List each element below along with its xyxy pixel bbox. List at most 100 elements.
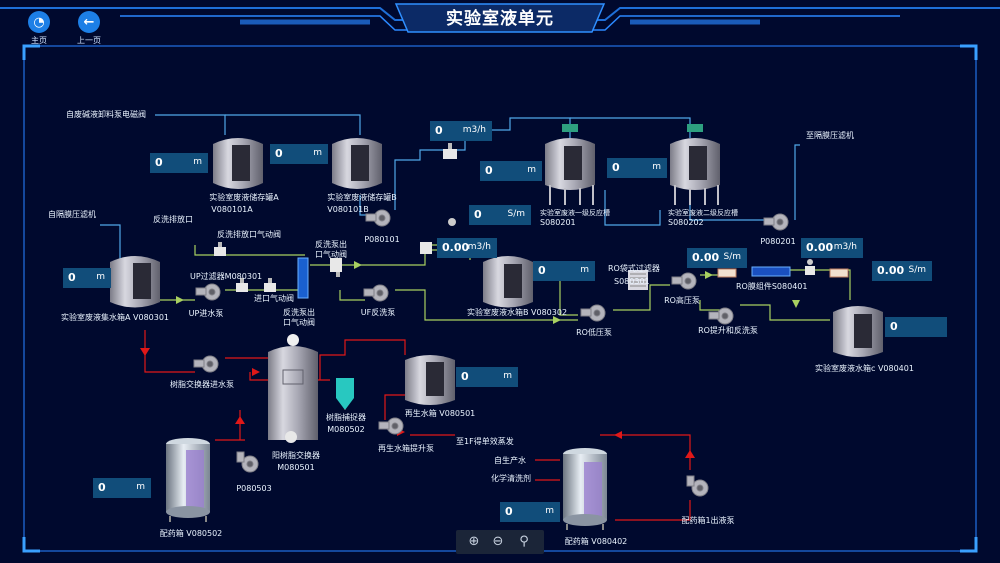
resin-trap-shape: [336, 378, 354, 410]
label-resin-pump: 树脂交换器进水泵: [170, 380, 234, 389]
pump-p080503: [236, 451, 259, 473]
readout-v080401: 0: [885, 317, 947, 337]
label-self-produce: 自生产水: [494, 456, 526, 465]
label-r2: 实验室废液二级反应槽: [668, 209, 738, 217]
label-valve-top: 自废碱液卸料泵电磁阀: [66, 110, 146, 119]
blue-pipes: [100, 114, 800, 260]
pump-ro-high: [671, 272, 697, 290]
tank-s080202-shape: [670, 124, 720, 205]
dose-tank-2-shape: [563, 448, 607, 530]
yang-resin-shape: [268, 334, 318, 443]
tank-v080401-shape: [833, 306, 883, 357]
label-backwash-pump-valve: 反洗泵出口气动阀: [315, 240, 347, 259]
valve-backwash-pump: [330, 258, 342, 277]
valve-ro: [805, 259, 815, 275]
zoom-out-icon[interactable]: ⊖: [492, 534, 504, 549]
valve-mid2: [448, 218, 456, 226]
label-backwash-pump-valve2: 反洗泵出口气动阀: [283, 308, 315, 327]
pump-ro-low: [580, 304, 606, 322]
flowmeter-ro: [717, 268, 737, 278]
home-button[interactable]: ◔ 主页: [28, 11, 50, 46]
back-arrow-icon: ←: [78, 11, 100, 33]
label-p080101: P080101: [364, 235, 400, 244]
pump-p080101: [365, 209, 391, 227]
label-ro-bag: RO袋式过滤器: [608, 264, 660, 273]
ro-membrane-shape: [751, 266, 791, 277]
label-ro-high: RO高压泵: [664, 296, 700, 305]
back-label: 上一页: [77, 36, 101, 45]
header-frame: [0, 3, 1000, 33]
label-tank-a: 实验室废液储存罐A: [209, 193, 279, 202]
pump-shapes: [193, 209, 789, 497]
label-regen-pump: 再生水箱提升泵: [378, 444, 434, 453]
label-chem-wash: 化学清洗剂: [491, 474, 531, 483]
ro-bag-filter-shape: [628, 270, 648, 290]
search-icon[interactable]: ⚲: [519, 534, 529, 549]
label-backwash-drain: 反洗排放口: [153, 215, 193, 224]
label-yang-resin: 阳树脂交换器: [272, 451, 320, 460]
page-title: 实验室液单元: [446, 9, 554, 29]
label-tank-a-collect: 实验室废液集水箱A V080301: [61, 313, 170, 322]
label-from-membrane: 自隔膜压滤机: [48, 210, 96, 219]
label-p080201: P080201: [760, 237, 796, 246]
tank-shapes: [110, 124, 883, 530]
label-dose-pump: 配药箱1出液泵: [681, 516, 735, 525]
pump-p080201: [763, 213, 789, 231]
label-p080503: P080503: [236, 484, 272, 493]
label-uf-pump: UF反洗泵: [360, 308, 396, 317]
label-r1-code: S080201: [540, 218, 576, 227]
pump-ro-lift: [708, 307, 734, 325]
label-ro-bag-code: S080301: [614, 277, 650, 286]
back-button[interactable]: ← 上一页: [77, 11, 101, 46]
zoom-toolbar: ⊕ ⊖ ⚲: [456, 530, 544, 554]
label-tank-c: 实验室废液水箱c V080401: [815, 364, 914, 373]
pump-dose: [686, 475, 709, 497]
label-resin-trap: 树脂捕捉器: [326, 413, 366, 422]
zoom-in-icon[interactable]: ⊕: [468, 534, 480, 549]
home-label: 主页: [31, 36, 47, 45]
label-up-filter: UP过滤器M080301: [190, 272, 263, 281]
label-r1: 实验室废液一级反应槽: [540, 209, 610, 217]
label-dose-tank-2: 配药箱 V080402: [564, 537, 628, 546]
label-tank-b-collect: 实验室废液水箱B V080302: [467, 308, 568, 317]
label-inlet-valve: 进口气动阀: [254, 294, 294, 303]
label-regen-tank: 再生水箱 V080501: [404, 409, 476, 418]
label-tank-a-code: V080101A: [211, 205, 253, 214]
pump-resin-inlet: [193, 355, 219, 373]
tank-v080301-shape: [110, 256, 160, 308]
label-ro-lift: RO提升和反洗泵: [698, 326, 758, 335]
tank-v080101b-shape: [332, 138, 382, 189]
label-resin-trap-code: M080502: [327, 425, 365, 434]
label-tank-b-code: V080101B: [327, 205, 369, 214]
tank-v080302-shape: [483, 256, 533, 308]
label-tank-b: 实验室废液储存罐B: [327, 193, 397, 202]
tank-s080201-shape: [545, 124, 595, 205]
label-yang-resin-code: M080501: [277, 463, 315, 472]
flowmeter-right: [829, 268, 849, 278]
pump-up-inlet: [195, 283, 221, 301]
valve-shapes: [214, 143, 849, 299]
dose-tank-1-shape: [166, 438, 210, 522]
up-filter-shape: [297, 257, 309, 299]
dashboard-icon: ◔: [28, 11, 50, 33]
tank-v080501-shape: [405, 355, 455, 405]
valve-mid: [420, 242, 432, 254]
tank-v080101a-shape: [213, 138, 263, 189]
label-ro-membrane: RO膜组件S080401: [736, 282, 808, 291]
label-to-membrane: 至隔膜压滤机: [806, 131, 854, 140]
label-r2-code: S080202: [668, 218, 704, 227]
pump-uf-backwash: [363, 284, 389, 302]
